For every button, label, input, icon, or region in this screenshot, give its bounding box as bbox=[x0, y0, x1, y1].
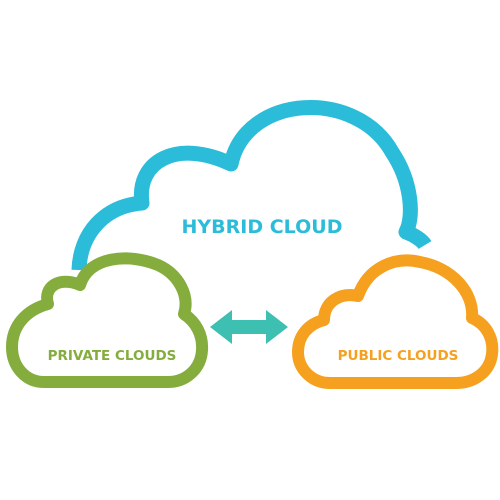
hybrid-cloud: HYBRID CLOUD bbox=[71, 100, 432, 271]
private-clouds-label: PRIVATE CLOUDS bbox=[48, 348, 177, 364]
private-cloud-outline bbox=[6, 252, 209, 388]
public-cloud-outline bbox=[292, 254, 499, 389]
private-clouds: PRIVATE CLOUDS bbox=[6, 252, 209, 388]
hybrid-cloud-outline bbox=[71, 100, 432, 271]
hybrid-cloud-label: HYBRID CLOUD bbox=[182, 216, 343, 238]
connector-arrow bbox=[210, 310, 288, 344]
public-clouds: PUBLIC CLOUDS bbox=[292, 254, 499, 389]
public-clouds-label: PUBLIC CLOUDS bbox=[338, 348, 459, 364]
double-arrow-icon bbox=[210, 310, 288, 344]
